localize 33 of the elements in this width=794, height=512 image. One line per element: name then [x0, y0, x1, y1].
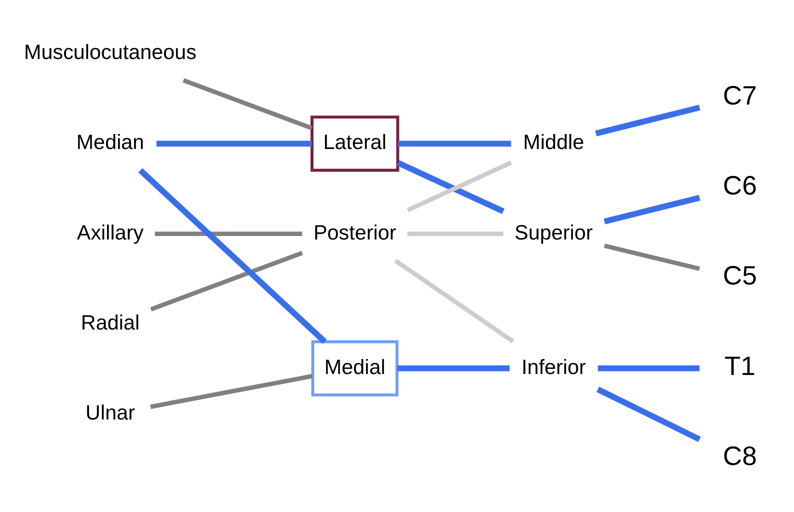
node-text: Ulnar	[86, 402, 135, 425]
connector	[396, 160, 505, 214]
node-text: C7	[722, 80, 757, 110]
node-text: Middle	[523, 131, 584, 154]
node-text: Axillary	[76, 221, 144, 244]
connector	[150, 250, 303, 312]
node-box: Medial	[311, 340, 398, 396]
connector	[397, 365, 510, 372]
node-text: C8	[722, 440, 757, 471]
connector	[156, 140, 312, 147]
node-text: Posterior	[313, 221, 396, 244]
connector	[154, 232, 302, 236]
connector	[595, 104, 700, 136]
connector	[604, 194, 700, 224]
connector	[598, 365, 700, 372]
connector	[604, 244, 700, 271]
connector	[182, 78, 313, 130]
node-text: Median	[76, 131, 144, 154]
node-text: C5	[722, 260, 757, 291]
connector	[394, 258, 514, 344]
node-text: C6	[722, 170, 757, 201]
node-text: Inferior	[521, 356, 586, 379]
node-text: Superior	[514, 221, 593, 244]
node-box: Lateral	[310, 116, 400, 172]
node-text: T1	[724, 350, 756, 381]
connector	[596, 386, 701, 442]
connector	[150, 374, 313, 409]
connector	[406, 160, 512, 212]
node-text: Radial	[80, 311, 140, 334]
connector	[138, 168, 327, 344]
connector	[398, 140, 512, 147]
connector	[407, 232, 504, 236]
node-text: Musculocutaneous	[24, 40, 197, 64]
